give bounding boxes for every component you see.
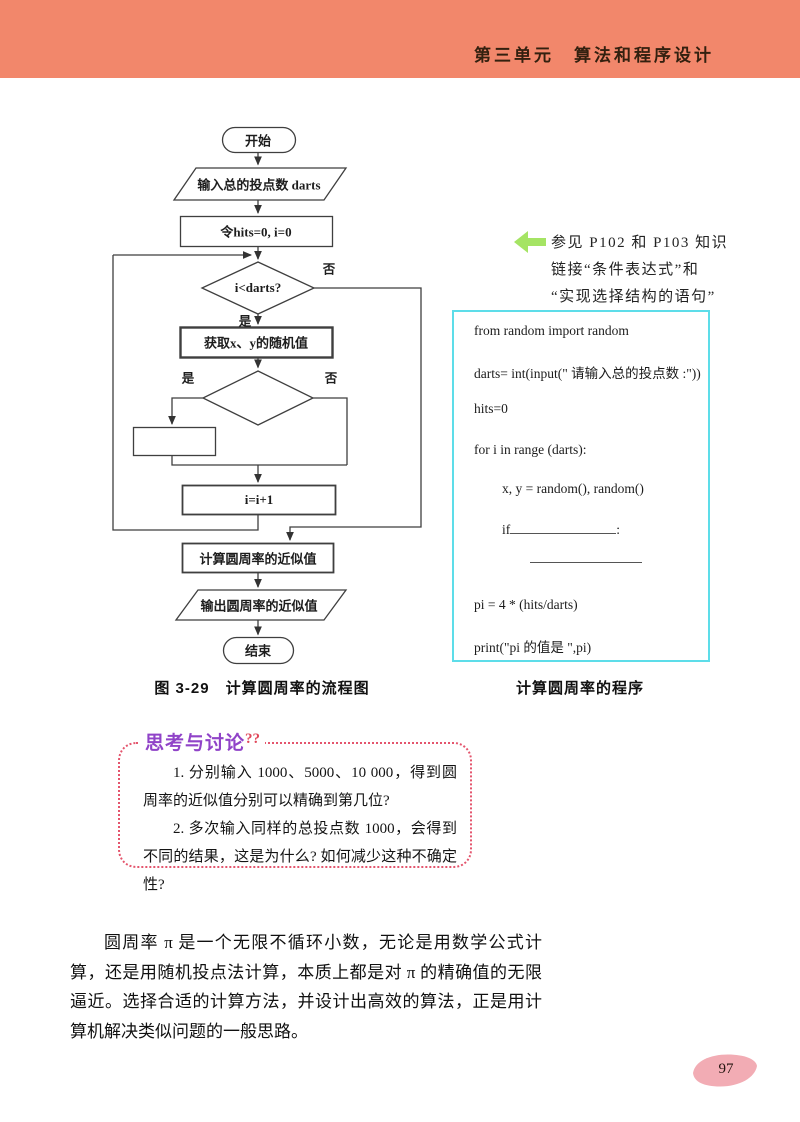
question-marks-icon: ??	[245, 731, 261, 747]
discussion-title: 思考与讨论??	[140, 728, 266, 755]
code-hits-line: hits=0	[474, 401, 508, 416]
program-code-box: from random import random darts= int(inp…	[452, 310, 710, 662]
connector-no2	[313, 397, 348, 465]
code-input-line: darts= int(input(" 请输入总的投点数 :"))	[474, 366, 701, 381]
code-pi-line: pi = 4 * (hits/darts)	[474, 597, 578, 612]
margin-note: 参见 P102 和 P103 知识 链接“条件表达式”和 “实现选择结构的语句”	[551, 230, 728, 311]
margin-note-arrow-icon	[514, 231, 546, 253]
connector-merge	[171, 455, 347, 466]
flow-input-label: 输入总的投点数 darts	[197, 177, 321, 193]
discussion-body: 1. 分别输入 1000、5000、10 000，得到圆周率的近似值分别可以精确…	[120, 744, 470, 899]
discussion-box: 思考与讨论?? 1. 分别输入 1000、5000、10 000，得到圆周率的近…	[118, 728, 472, 893]
page-number-badge: 97	[691, 1052, 761, 1090]
code-xy-line: x, y = random(), random()	[502, 481, 644, 496]
margin-note-line: 链接“条件表达式”和	[551, 262, 700, 278]
flow-condition2-shape	[201, 370, 315, 426]
discussion-item-2: 2. 多次输入同样的总投点数 1000，会得到不同的结果，这是为什么? 如何减少…	[143, 821, 457, 893]
margin-note-line: “实现选择结构的语句”	[551, 289, 716, 305]
unit-title: 第三单元 算法和程序设计	[474, 46, 714, 65]
code-if-line: if:	[502, 520, 620, 538]
flow-yes1-label: 是	[238, 314, 252, 329]
flow-condition1-label: i<darts?	[234, 280, 282, 295]
flow-get-random-label: 获取x、y的随机值	[203, 335, 309, 351]
flow-blank-step-shape	[132, 426, 217, 457]
flow-yes2-label: 是	[181, 371, 195, 386]
connector-yes2	[168, 397, 203, 426]
page-number: 97	[718, 1061, 734, 1077]
margin-note-line: 参见 P102 和 P103 知识	[551, 235, 729, 251]
leaf-badge-icon	[693, 1054, 757, 1087]
discussion-item-1: 1. 分别输入 1000、5000、10 000，得到圆周率的近似值分别可以精确…	[143, 765, 457, 809]
figure-caption: 图 3-29 计算圆周率的流程图	[154, 680, 370, 697]
connector-no1	[286, 287, 422, 542]
flow-end-label: 结束	[244, 643, 272, 659]
code-if-suffix: :	[616, 522, 621, 537]
flow-compute-label: 计算圆周率的近似值	[199, 551, 317, 567]
connector-loopback	[112, 255, 259, 531]
flow-init-label: 令hits=0, i=0	[220, 224, 292, 240]
flow-no1-label: 否	[322, 262, 336, 277]
flow-start-label: 开始	[244, 133, 272, 149]
code-import-line: from random import random	[474, 323, 629, 338]
flow-increment-label: i=i+1	[244, 492, 274, 507]
body-paragraph: 圆周率 π 是一个无限不循环小数，无论是用数学公式计算，还是用随机投点法计算，本…	[70, 933, 542, 1041]
code-if-prefix: if	[502, 522, 511, 537]
flow-output-label: 输出圆周率的近似值	[200, 598, 318, 614]
code-if-blank	[510, 520, 617, 534]
program-caption: 计算圆周率的程序	[515, 680, 644, 697]
header-bar: 第三单元 算法和程序设计	[0, 0, 800, 78]
discussion-title-text: 思考与讨论	[145, 733, 246, 754]
code-for-line: for i in range (darts):	[474, 442, 587, 457]
code-print-line: print("pi 的值是 ",pi)	[474, 640, 592, 655]
code-body-blank	[530, 548, 642, 563]
flow-no2-label: 否	[324, 371, 338, 386]
